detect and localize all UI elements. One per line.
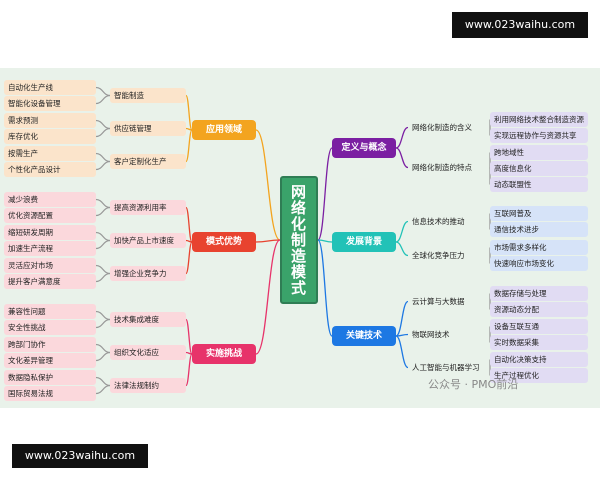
group-supply-chain: 供应链管理: [110, 121, 186, 136]
leaf-speed-production: 加速生产流程: [4, 241, 96, 256]
connector: [395, 220, 409, 243]
group-global-pressure: 全球化竞争压力: [412, 251, 465, 260]
connector: [255, 239, 281, 243]
connector: [95, 310, 111, 321]
leaf-integrate-resources: 利用网络技术整合制造资源: [490, 112, 588, 127]
leaf-informatization: 高度信息化: [490, 161, 588, 176]
connector: [185, 318, 193, 355]
connector: [95, 86, 111, 97]
leaf-cross-dept: 跨部门协作: [4, 337, 96, 352]
leaf-trade-law: 国际贸易法规: [4, 386, 96, 401]
branch-challenge: 实施挑战: [192, 344, 256, 364]
connector: [395, 147, 409, 169]
group-resource-use: 提高资源利用率: [110, 200, 186, 215]
connector: [317, 147, 333, 241]
connector: [95, 351, 111, 362]
leaf-agile-market: 灵活应对市场: [4, 258, 96, 273]
branch-technology: 关键技术: [332, 326, 396, 346]
connector: [95, 198, 111, 209]
connector: [185, 94, 193, 131]
leaf-diverse-demand: 市场需求多样化: [490, 240, 588, 255]
leaf-security: 安全性挑战: [4, 320, 96, 335]
watermark-bottom: www.023waihu.com: [12, 444, 148, 468]
leaf-smart-equipment: 智能化设备管理: [4, 96, 96, 111]
group-culture: 组织文化适应: [110, 345, 186, 360]
leaf-optimize-resource: 优化资源配置: [4, 208, 96, 223]
leaf-resource-alloc: 资源动态分配: [490, 302, 588, 317]
connector: [395, 335, 409, 369]
connector: [317, 239, 333, 243]
connector: [95, 152, 111, 163]
group-it-drive: 信息技术的推动: [412, 217, 465, 226]
leaf-personalized: 个性化产品设计: [4, 162, 96, 177]
connector: [95, 343, 111, 354]
leaf-on-demand: 按需生产: [4, 146, 96, 161]
leaf-inventory: 库存优化: [4, 129, 96, 144]
connector: [395, 241, 409, 257]
connector: [185, 353, 193, 387]
connector: [95, 264, 111, 275]
leaf-fast-response: 快速响应市场变化: [490, 256, 588, 271]
watermark-top: www.023waihu.com: [452, 12, 588, 38]
connector: [395, 126, 409, 149]
leaf-auto-decision: 自动化决策支持: [490, 352, 588, 367]
leaf-culture-diff: 文化差异管理: [4, 353, 96, 368]
leaf-satisfaction: 提升客户满意度: [4, 274, 96, 289]
branch-application: 应用领域: [192, 120, 256, 140]
leaf-remote-collab: 实现远程协作与资源共享: [490, 128, 588, 143]
leaf-shorten-rd: 缩短研发周期: [4, 225, 96, 240]
leaf-compatibility: 兼容性问题: [4, 304, 96, 319]
group-features: 网络化制造的特点: [412, 163, 472, 172]
group-iot: 物联网技术: [412, 330, 450, 339]
leaf-automation-line: 自动化生产线: [4, 80, 96, 95]
leaf-reduce-waste: 减少浪费: [4, 192, 96, 207]
connector: [255, 129, 281, 241]
branch-advantage: 模式优势: [192, 232, 256, 252]
group-integration: 技术集成难度: [110, 312, 186, 327]
leaf-internet: 互联网普及: [490, 206, 588, 221]
group-competitiveness: 增强企业竞争力: [110, 266, 186, 281]
group-legal: 法律法规制约: [110, 378, 186, 393]
connector: [95, 119, 111, 130]
connector: [95, 127, 111, 138]
group-smart-manufacturing: 智能制造: [110, 88, 186, 103]
group-time-to-market: 加快产品上市速度: [110, 233, 186, 248]
connector: [255, 239, 281, 355]
connector: [95, 160, 111, 171]
leaf-data-storage: 数据存储与处理: [490, 286, 588, 301]
central-topic: 网络化制造模式: [280, 176, 318, 304]
connector: [395, 300, 409, 337]
connector: [95, 231, 111, 242]
leaf-comm-tech: 通信技术进步: [490, 222, 588, 237]
group-customization: 客户定制化生产: [110, 154, 186, 169]
leaf-privacy: 数据隐私保护: [4, 370, 96, 385]
group-meaning: 网络化制造的含义: [412, 123, 472, 132]
leaf-dynamic-alliance: 动态联盟性: [490, 177, 588, 192]
connector: [95, 318, 111, 329]
connector: [185, 129, 193, 163]
leaf-process-opt: 生产过程优化: [490, 368, 588, 383]
connector: [317, 239, 333, 337]
connector: [95, 376, 111, 387]
leaf-demand-forecast: 需求预测: [4, 113, 96, 128]
connector: [95, 384, 111, 395]
connector: [95, 239, 111, 250]
group-ai-ml: 人工智能与机器学习: [412, 363, 480, 372]
leaf-device-interconnect: 设备互联互通: [490, 319, 588, 334]
branch-definition: 定义与概念: [332, 138, 396, 158]
leaf-realtime-data: 实时数据采集: [490, 335, 588, 350]
connector: [185, 206, 193, 243]
connector: [95, 272, 111, 283]
connector: [95, 206, 111, 217]
branch-background: 发展背景: [332, 232, 396, 252]
group-cloud-bigdata: 云计算与大数据: [412, 297, 465, 306]
connector: [185, 241, 193, 275]
leaf-cross-region: 跨地域性: [490, 145, 588, 160]
connector: [95, 94, 111, 105]
wechat-watermark: 公众号 · PMO前沿: [428, 378, 519, 391]
